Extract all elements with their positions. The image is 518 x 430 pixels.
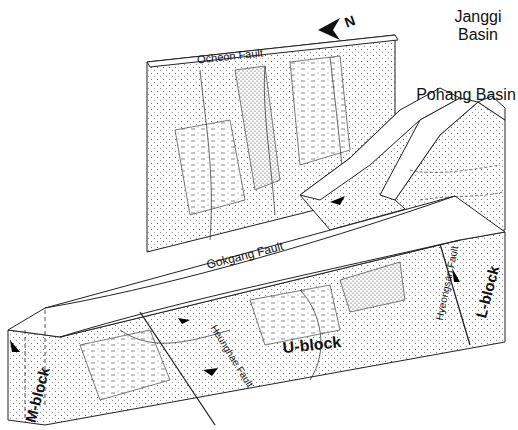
basin-label: Pohang Basin (416, 86, 516, 104)
basin-label: Janggi Basin (448, 8, 508, 43)
north-label: N (343, 13, 358, 31)
